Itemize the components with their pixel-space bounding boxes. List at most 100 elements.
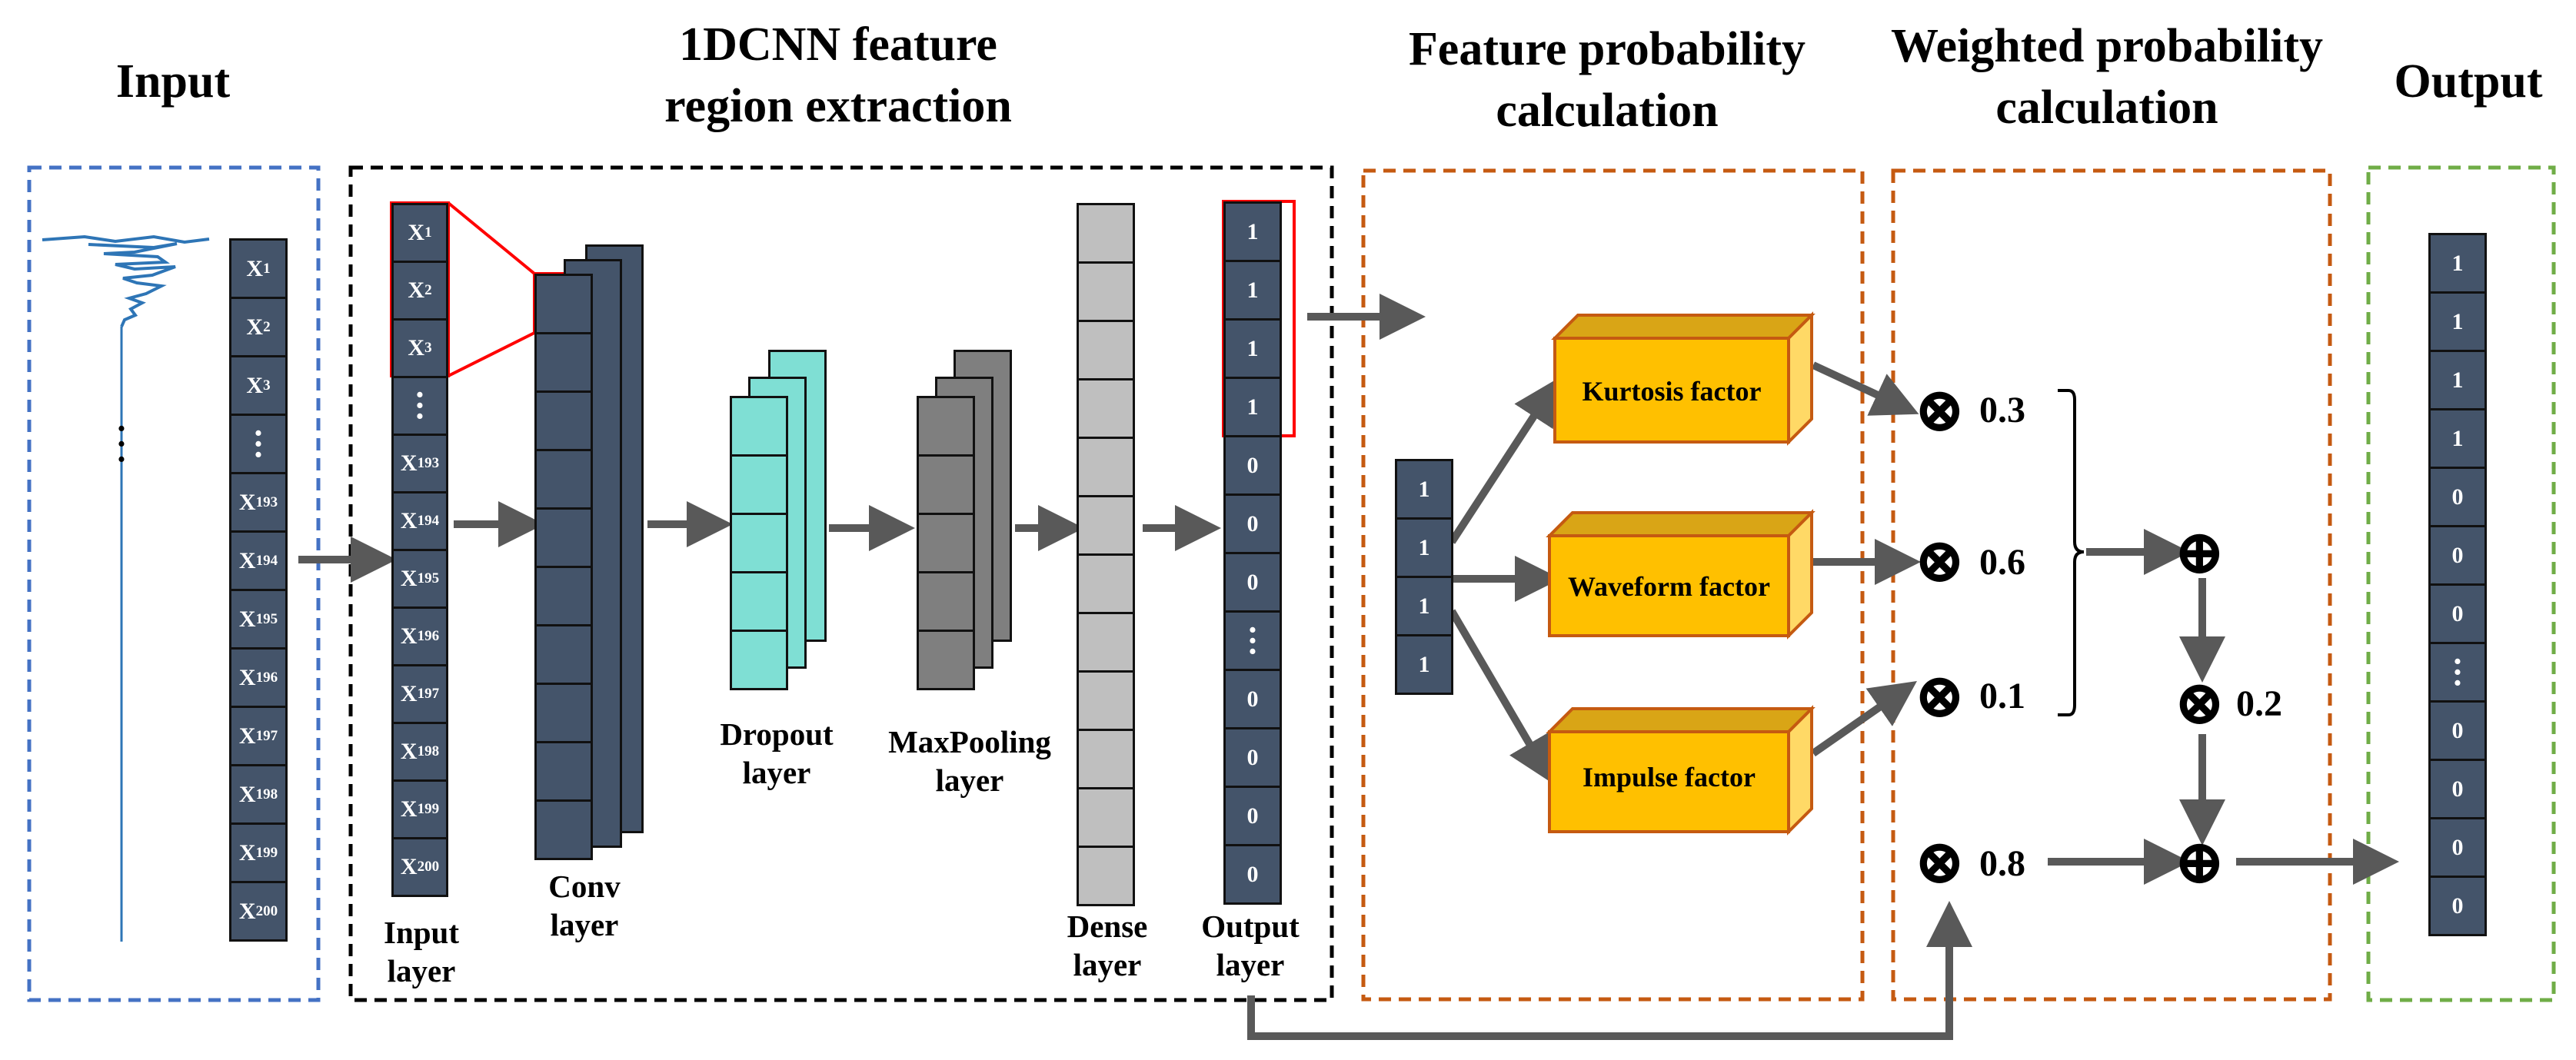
layer-cell [1077, 787, 1135, 848]
vector-cell: 0 [1223, 552, 1282, 613]
multiply-icon: ⊗ [2173, 668, 2226, 738]
weight-value: 0.3 [1979, 390, 2025, 430]
vector-cell: 1 [2428, 291, 2487, 352]
vector-cell: 0 [2428, 525, 2487, 586]
weight-value: 0.8 [1979, 843, 2025, 884]
multiply-icon: ⊗ [1913, 827, 1966, 897]
vector-cell: 0 [1223, 669, 1282, 729]
layer-cell [534, 449, 593, 510]
layer-cell [1077, 261, 1135, 322]
layer-cell [917, 396, 975, 457]
impulse-factor-label: Impulse factor [1583, 762, 1756, 793]
layer-cell [730, 513, 788, 573]
header-output: Output [2394, 55, 2543, 108]
vector-cell: ··· [391, 376, 448, 436]
layer-cell [1077, 203, 1135, 264]
layer-cell [534, 566, 593, 626]
layer-cell [1077, 670, 1135, 731]
vector-cell: 0 [1223, 435, 1282, 496]
vector-cell: ··· [2428, 642, 2487, 703]
layer-cell [534, 624, 593, 685]
kurtosis-factor-label: Kurtosis factor [1582, 376, 1762, 407]
layer-cell [534, 390, 593, 451]
vector-cell: 1 [1223, 260, 1282, 321]
layer-cell [1077, 378, 1135, 439]
weight-value: 0.1 [1979, 676, 2025, 716]
header-weighted-prob: Weighted probability calculation [1890, 20, 2324, 134]
vector-cell: 1 [1395, 517, 1453, 578]
layer-cell [1077, 320, 1135, 380]
layer-cell [534, 799, 593, 860]
layer-cell [917, 571, 975, 632]
label-dense-layer: Dense layer [1067, 909, 1148, 982]
weight-value: 0.6 [1979, 542, 2025, 583]
vector-cell: 1 [2428, 350, 2487, 410]
label-output-layer: Output layer [1201, 909, 1300, 982]
layer-cell [534, 741, 593, 802]
label-maxpool-layer: MaxPooling layer [888, 724, 1051, 798]
layer-cell [534, 274, 593, 334]
vector-cell: 0 [2428, 817, 2487, 878]
layer-cell [917, 454, 975, 515]
arrow-impulse-to-weight [1811, 680, 1917, 757]
vector-cell: 0 [1223, 844, 1282, 905]
layer-cell [534, 683, 593, 743]
layer-cell [534, 332, 593, 393]
vector-cell: 0 [1223, 786, 1282, 846]
vector-cell: 1 [2428, 408, 2487, 469]
feature-prob-section-box [1361, 168, 1865, 1002]
header-input: Input [115, 55, 231, 108]
vector-cell: 1 [1395, 576, 1453, 636]
arrow-kurtosis-to-weight [1811, 361, 1919, 416]
label-input-layer: Input layer [383, 915, 459, 989]
layer-cell [917, 630, 975, 690]
layer-cell [730, 396, 788, 457]
header-cnn: 1DCNN feature region extraction [664, 18, 1012, 132]
layer-cell [534, 507, 593, 568]
layer-cell [1077, 437, 1135, 497]
layer-cell [730, 454, 788, 515]
layer-cell [1077, 495, 1135, 556]
label-dropout-layer: Dropout layer [720, 716, 834, 790]
vector-cell: 1 [1395, 634, 1453, 695]
vector-cell: 0 [2428, 876, 2487, 936]
multiply-icon: ⊗ [1913, 375, 1966, 445]
vector-cell: ··· [229, 414, 288, 474]
vector-cell: 0 [2428, 700, 2487, 761]
layer-cell [730, 630, 788, 690]
weighted-prob-section-box [1891, 168, 2332, 1002]
multiply-icon: ⊗ [1913, 526, 1966, 596]
output-section-box [2366, 165, 2556, 1002]
header-feature-prob: Feature probability calculation [1408, 23, 1806, 137]
signal-ellipsis: ··· [115, 410, 128, 478]
vector-cell: ··· [1223, 610, 1282, 671]
waveform-factor-label: Waveform factor [1568, 571, 1770, 602]
label-conv-layer: Conv layer [548, 869, 621, 942]
weight-value: 0.2 [2236, 683, 2282, 724]
vector-cell: 0 [2428, 583, 2487, 644]
layer-cell [1077, 553, 1135, 614]
add-icon-1: ⊕ [2173, 517, 2226, 587]
layer-cell [730, 571, 788, 632]
vector-cell: 1 [2428, 233, 2487, 294]
vibration-signal [42, 234, 210, 942]
